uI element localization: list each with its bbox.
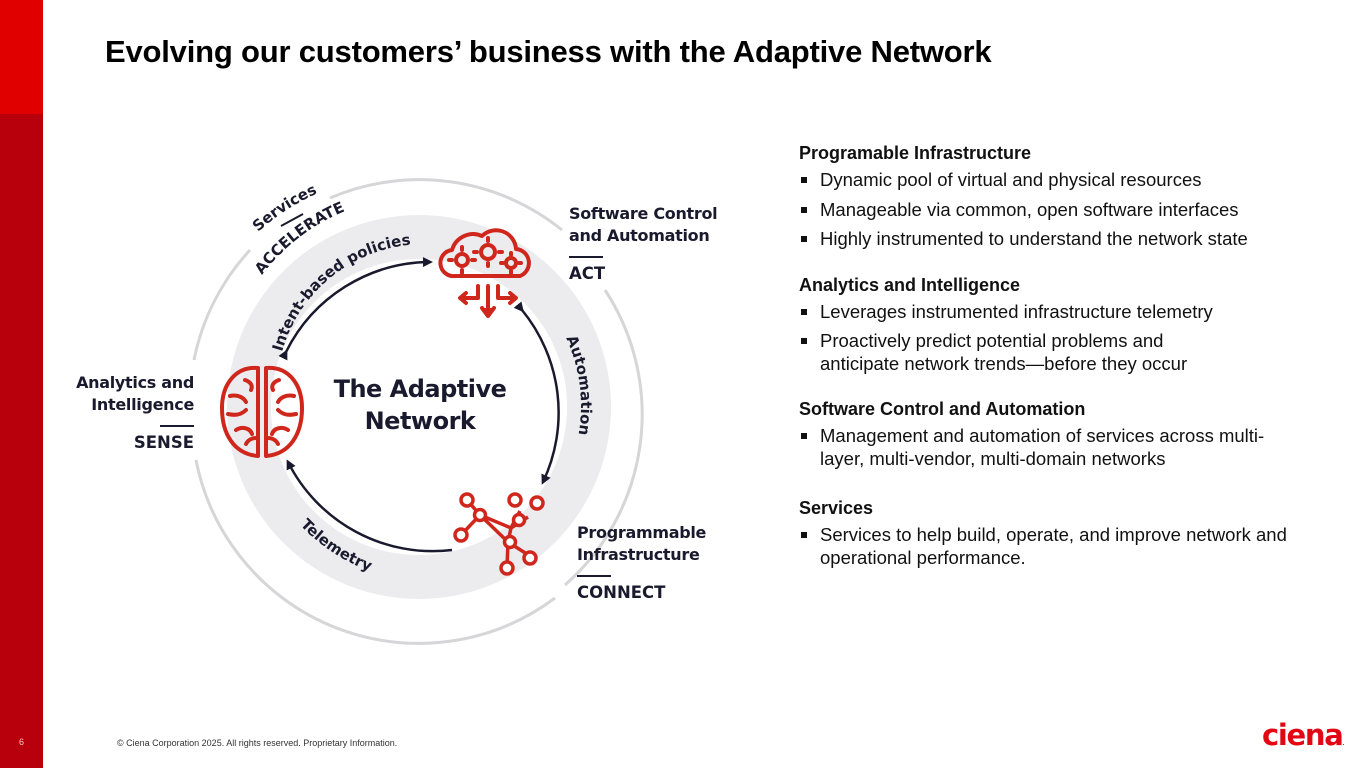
logo-text: ciena [1262, 718, 1344, 752]
section-services: Services Services to help build, operate… [799, 496, 1339, 569]
bullet-text: Services to help build, operate, and imp… [820, 524, 1287, 568]
diagram-center-title: The Adaptive Network [320, 373, 520, 437]
outer-ring [194, 459, 556, 645]
center-title-line2: Network [364, 407, 476, 435]
arrow-telemetry [286, 459, 453, 553]
bullet-square-icon [801, 206, 807, 213]
bullet-item: Dynamic pool of virtual and physical res… [799, 169, 1339, 192]
bullet-text: Dynamic pool of virtual and physical res… [820, 169, 1202, 190]
description-panel: Programable Infrastructure Dynamic pool … [799, 141, 1339, 591]
node-sense-name-line2: Intelligence [91, 395, 194, 414]
brain-icon [220, 365, 304, 458]
node-label-connect: Programmable Infrastructure CONNECT [577, 522, 706, 603]
node-label-act: Software Control and Automation ACT [569, 203, 718, 284]
sidebar-brand-bar [0, 0, 43, 768]
outer-ring [192, 248, 252, 361]
node-act-name-line2: and Automation [569, 226, 710, 245]
node-sense-name-line1: Analytics and [76, 373, 194, 392]
section-programable-infrastructure: Programable Infrastructure Dynamic pool … [799, 141, 1339, 251]
bullet-item: Leverages instrumented infrastructure te… [799, 301, 1339, 324]
outer-ring [564, 289, 644, 587]
node-sense-verb: SENSE [133, 433, 194, 452]
node-act-verb: ACT [569, 264, 606, 283]
cloud-gears-icon [438, 228, 531, 318]
bullet-square-icon [801, 236, 807, 242]
bullet-item: Proactively predict potential problems a… [799, 330, 1240, 375]
bullet-item: Services to help build, operate, and imp… [799, 524, 1320, 569]
bullet-text: Highly instrumented to understand the ne… [820, 228, 1248, 249]
bullet-item: Highly instrumented to understand the ne… [799, 228, 1339, 251]
bullet-square-icon [801, 433, 807, 439]
slide-title: Evolving our customers’ business with th… [105, 34, 992, 69]
node-connect-divider [577, 575, 611, 577]
arrow-intent-policies [278, 257, 433, 361]
section-heading: Software Control and Automation [799, 399, 1086, 419]
bullet-square-icon [801, 532, 807, 538]
bullet-text: Manageable via common, open software int… [820, 198, 1239, 220]
section-software-control: Software Control and Automation Manageme… [799, 397, 1339, 470]
node-sense-divider [160, 425, 194, 427]
section-heading: Analytics and Intelligence [799, 274, 1021, 295]
arrow-automation [513, 301, 560, 485]
bullet-square-icon [801, 308, 807, 315]
bullet-item: Manageable via common, open software int… [799, 199, 1339, 222]
section-analytics-intelligence: Analytics and Intelligence Leverages ins… [799, 273, 1339, 376]
bullet-text: Leverages instrumented infrastructure te… [820, 300, 1213, 322]
bullet-square-icon [801, 177, 807, 183]
ciena-logo: ciena. [1262, 718, 1344, 752]
services-divider [280, 213, 304, 227]
inner-band [227, 215, 611, 599]
node-act-divider [569, 256, 603, 258]
outer-ring [329, 178, 563, 232]
node-connect-name-line1: Programmable [577, 523, 707, 542]
node-connect-name-line2: Infrastructure [577, 545, 700, 564]
center-title-line1: The Adaptive [333, 375, 507, 403]
logo-mark: . [1342, 741, 1344, 747]
bullet-square-icon [801, 338, 807, 344]
sidebar-accent [0, 0, 43, 114]
bullet-text: Proactively predict potential problems a… [820, 330, 1188, 374]
copyright-footer: © Ciena Corporation 2025. All rights res… [117, 738, 398, 748]
network-nodes-icon [453, 492, 545, 576]
node-label-sense: Analytics and Intelligence SENSE [60, 372, 194, 453]
section-heading: Services [799, 498, 874, 518]
bullet-text: Management and automation of services ac… [820, 425, 1265, 469]
bullet-item: Management and automation of services ac… [799, 425, 1280, 470]
node-connect-verb: CONNECT [577, 583, 666, 602]
node-act-name-line1: Software Control [569, 204, 718, 223]
section-heading: Programable Infrastructure [799, 143, 1032, 163]
page-number: 6 [18, 737, 24, 747]
